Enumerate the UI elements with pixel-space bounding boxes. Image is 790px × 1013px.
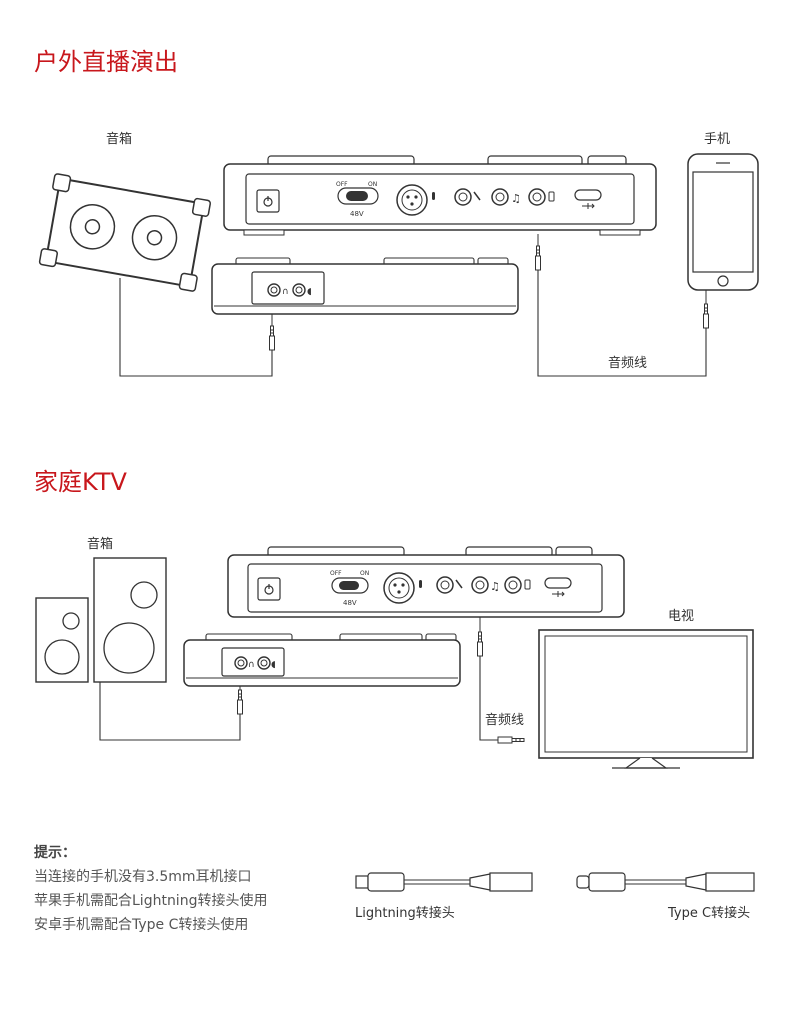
mixer-front-panel: ∩ ◖ bbox=[211, 257, 519, 315]
tip-line: 苹果手机需配合Lightning转接头使用 bbox=[34, 893, 268, 909]
phantom-label: 48V bbox=[350, 210, 364, 218]
monitor-jack-icon bbox=[257, 656, 271, 670]
switch-off-label: OFF bbox=[336, 181, 348, 188]
mixer-back-panel-2: ♫ bbox=[227, 546, 625, 618]
svg-text:◖: ◖ bbox=[307, 287, 312, 297]
section-title-home-ktv: 家庭KTV bbox=[34, 468, 127, 496]
smartphone-icon bbox=[687, 153, 759, 291]
lightning-adapter-label: Lightning转接头 bbox=[355, 906, 455, 921]
switch-on-label: ON bbox=[368, 181, 377, 188]
speaker-label: 音箱 bbox=[87, 537, 114, 552]
bookshelf-speakers-icon bbox=[35, 557, 167, 683]
phantom-label: 48V bbox=[343, 599, 357, 607]
tip-line: 安卓手机需配合Type C转接头使用 bbox=[34, 917, 249, 933]
mic-jack-icon bbox=[436, 576, 454, 594]
audio-cable-label: 音频线 bbox=[485, 713, 525, 728]
mixer-back-panel: ♫ bbox=[223, 155, 657, 236]
svg-text:∩: ∩ bbox=[282, 287, 289, 297]
usb-port-icon bbox=[574, 189, 602, 201]
phone-label: 手机 bbox=[704, 132, 731, 147]
typec-adapter-icon bbox=[576, 872, 755, 892]
portable-speaker-icon bbox=[38, 173, 212, 292]
phone-jack-icon bbox=[528, 188, 546, 206]
svg-text:∩: ∩ bbox=[248, 660, 255, 670]
television-icon bbox=[538, 629, 754, 769]
svg-text:◖: ◖ bbox=[271, 660, 276, 670]
music-jack-icon bbox=[491, 188, 509, 206]
svg-text:♫: ♫ bbox=[490, 580, 500, 593]
tv-label: 电视 bbox=[668, 609, 695, 624]
lightning-adapter-icon bbox=[355, 872, 533, 892]
headphone-jack-icon bbox=[267, 283, 281, 297]
speaker-label: 音箱 bbox=[106, 132, 133, 147]
tips-heading: 提示： bbox=[34, 845, 76, 861]
audio-cables bbox=[119, 270, 707, 377]
mic-jack-icon bbox=[454, 188, 472, 206]
monitor-jack-icon bbox=[292, 283, 306, 297]
music-jack-icon bbox=[471, 576, 489, 594]
tv-audio-plug bbox=[497, 736, 525, 744]
typec-adapter-label: Type C转接头 bbox=[668, 906, 751, 921]
tip-line: 当连接的手机没有3.5mm耳机接口 bbox=[34, 869, 252, 885]
mixer-front-panel-2: ∩ ◖ bbox=[183, 633, 461, 687]
switch-on-label: ON bbox=[360, 570, 369, 577]
audio-cable-label: 音频线 bbox=[608, 356, 648, 371]
usb-port-icon bbox=[544, 577, 572, 589]
headphone-jack-icon bbox=[234, 656, 248, 670]
section-title-outdoor: 户外直播演出 bbox=[34, 48, 178, 76]
svg-text:♫: ♫ bbox=[511, 192, 521, 205]
switch-off-label: OFF bbox=[330, 570, 342, 577]
phone-jack-icon bbox=[504, 576, 522, 594]
audio-cables-2 bbox=[99, 656, 498, 741]
